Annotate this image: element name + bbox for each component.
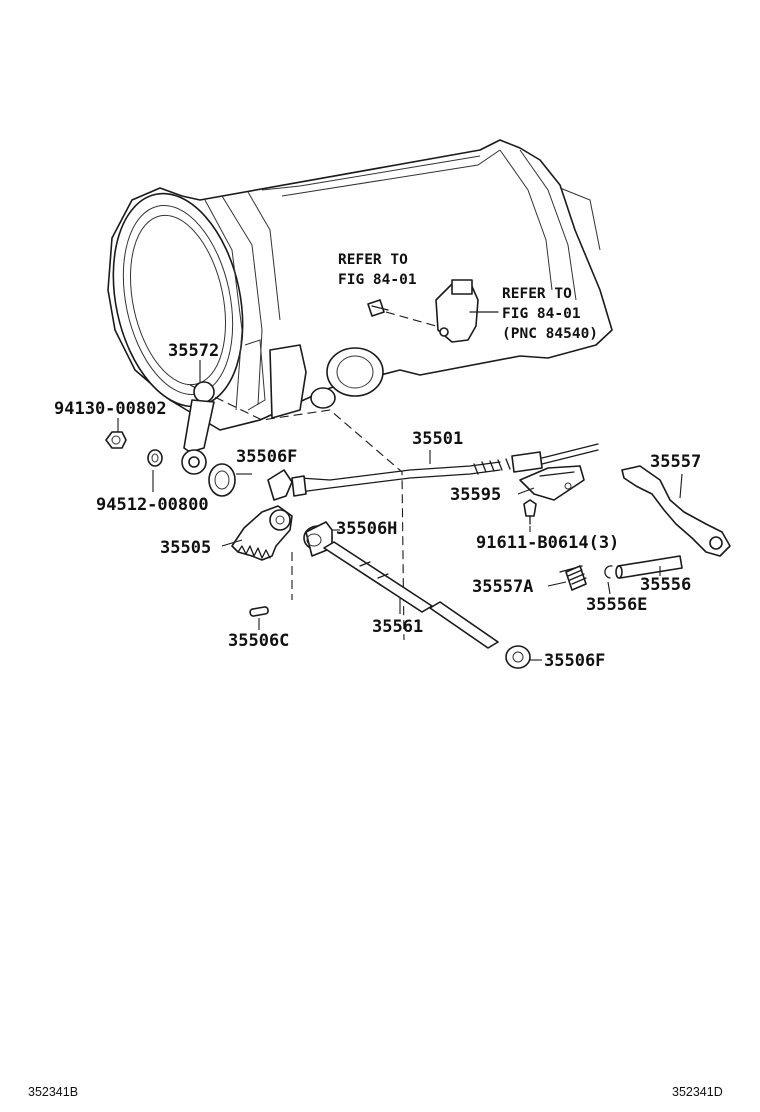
- label-35506H: 35506H: [336, 519, 397, 539]
- part-35505-detent-lever: [231, 469, 293, 561]
- label-35572: 35572: [168, 341, 219, 361]
- label-35557A: 35557A: [472, 577, 533, 597]
- label-35595: 35595: [450, 485, 501, 505]
- part-35506C-pin: [249, 606, 269, 617]
- part-35556E-clip: [604, 565, 613, 579]
- label-91611-B0614: 91611-B0614(3): [476, 533, 619, 553]
- part-35506F-bottom-seal: [505, 645, 531, 669]
- dashed-leader-main: [189, 384, 405, 641]
- ref1-line2: FIG 84-01: [338, 272, 417, 288]
- label-35506C: 35506C: [228, 631, 289, 651]
- label-35501: 35501: [412, 429, 463, 449]
- transmission-housing: [107, 139, 613, 431]
- part-35556-pin: [615, 555, 683, 579]
- part-94512-washer: [147, 449, 163, 467]
- ref2-line3: (PNC 84540): [502, 326, 598, 342]
- part-35561-shaft: [323, 541, 499, 649]
- ref1-line1: REFER TO: [338, 252, 408, 268]
- label-94130-00802: 94130-00802: [54, 399, 167, 419]
- label-35557: 35557: [650, 452, 701, 472]
- part-35557-arm: [621, 465, 731, 557]
- label-94512-00800: 94512-00800: [96, 495, 209, 515]
- bolt-refer-fig: [367, 299, 389, 317]
- label-35506F-top: 35506F: [236, 447, 297, 467]
- label-35506F-bottom: 35506F: [544, 651, 605, 671]
- ref2-line2: FIG 84-01: [502, 306, 581, 322]
- label-35505: 35505: [160, 538, 211, 558]
- part-91611-bolt: [523, 499, 537, 525]
- part-35557A-spring: [559, 565, 587, 591]
- part-35572-lever: [181, 381, 215, 475]
- label-35556: 35556: [640, 575, 691, 595]
- footer-right-code: 352341D: [672, 1085, 723, 1099]
- part-94130-nut: [105, 431, 127, 449]
- ref2-line1: REFER TO: [502, 286, 572, 302]
- part-35506F-top-seal: [208, 463, 236, 497]
- neutral-start-switch: [435, 279, 499, 343]
- leader-lines: [117, 360, 683, 661]
- label-35556E: 35556E: [586, 595, 647, 615]
- footer-left-code: 352341B: [28, 1085, 78, 1099]
- label-35561: 35561: [372, 617, 423, 637]
- part-35501-cable: [291, 443, 599, 497]
- bolt-dashed-leader: [385, 311, 437, 327]
- part-35595-bracket: [519, 465, 585, 501]
